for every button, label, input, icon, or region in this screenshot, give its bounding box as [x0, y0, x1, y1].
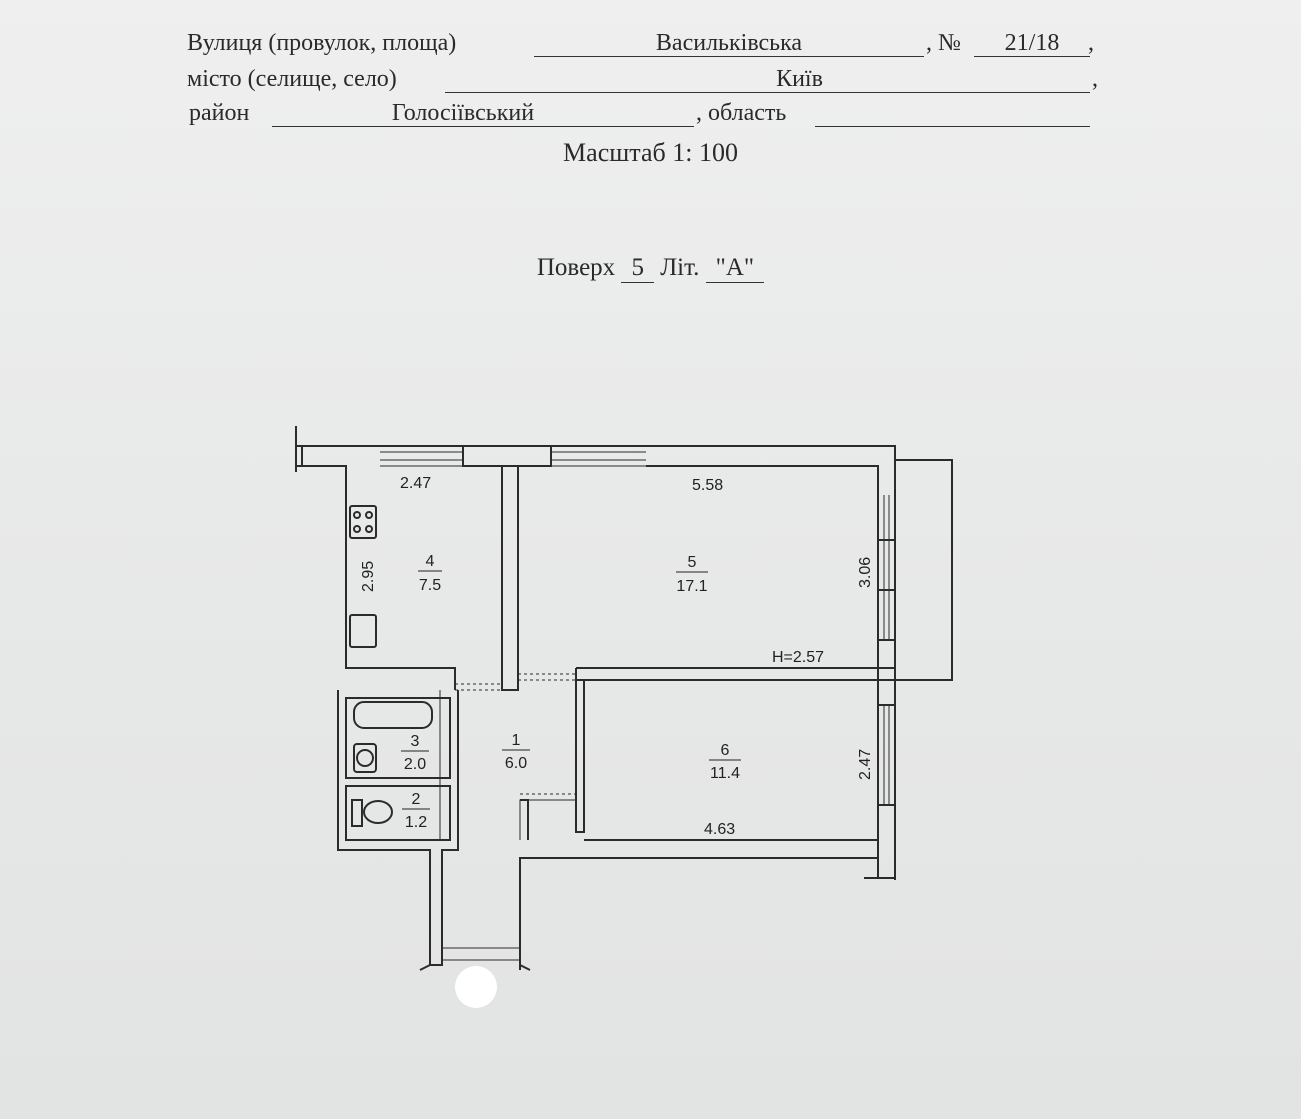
room-area: 2.0 [404, 756, 426, 773]
kitchen-wall [296, 465, 456, 690]
number-value: 21/18 [1004, 30, 1060, 56]
room-number: 4 [426, 553, 435, 570]
city-field: Київ [445, 64, 1090, 93]
dim-bedroom-depth: 2.47 [857, 749, 874, 780]
scale-text: Масштаб 1: 100 [563, 138, 738, 167]
region-label: , область [696, 100, 787, 126]
room-area: 7.5 [419, 577, 441, 594]
city-label: місто (селище, село) [187, 66, 397, 92]
dim-kitchen-width: 2.47 [400, 475, 431, 492]
room-4: 4 7.5 [418, 553, 442, 594]
city-tail: , [1092, 66, 1098, 92]
room-number: 5 [688, 554, 697, 571]
district-label: район [189, 100, 250, 126]
letter-value: "А" [705, 254, 765, 283]
floor-label: Поверх [536, 254, 616, 281]
floor-line: Поверх 5 Літ. "А" [0, 254, 1301, 283]
room-area: 11.4 [710, 765, 740, 782]
dim-living-depth: 3.06 [857, 557, 874, 588]
room-6: 6 11.4 [709, 742, 741, 782]
district-field: Голосіївський [272, 98, 694, 127]
room-area: 1.2 [405, 814, 427, 831]
room-3: 3 2.0 [401, 733, 429, 773]
room-5: 5 17.1 [676, 554, 708, 595]
number-tail: , [1088, 30, 1094, 56]
street-line: Вулиця (провулок, площа) [187, 28, 456, 58]
redaction-dot [455, 966, 497, 1008]
city-value: Київ [776, 66, 823, 92]
room-number: 3 [411, 733, 420, 750]
dim-living-width: 5.58 [692, 477, 723, 494]
street-field: Васильківська [534, 28, 924, 57]
room-number: 6 [721, 742, 730, 759]
room-area: 17.1 [676, 578, 707, 595]
street-label: Вулиця (провулок, площа) [187, 30, 457, 56]
region-field [815, 98, 1090, 127]
street-value: Васильківська [655, 30, 803, 56]
number-label: , № [926, 30, 961, 56]
number-field: 21/18 [974, 28, 1090, 57]
room-number: 2 [412, 791, 421, 808]
room-number: 1 [512, 732, 521, 749]
room-1: 1 6.0 [502, 732, 530, 772]
room-area: 6.0 [505, 755, 527, 772]
floor-value: 5 [621, 254, 654, 283]
dim-ceiling-height: H=2.57 [772, 649, 824, 666]
letter-label: Літ. [660, 254, 700, 281]
dim-bedroom-width: 4.63 [704, 821, 735, 838]
room-2: 2 1.2 [402, 791, 430, 831]
district-value: Голосіївський [391, 100, 535, 126]
dim-kitchen-depth: 2.95 [360, 561, 377, 592]
